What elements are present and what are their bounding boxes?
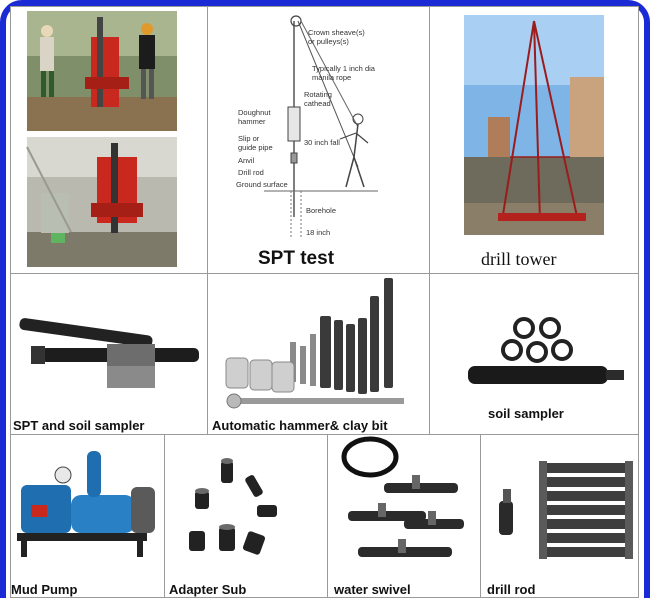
spt-test-panel: Crown sheave(s) or pulleys(s) Typically …	[207, 6, 430, 274]
label-crown-sheave-2: or pulleys(s)	[308, 37, 349, 46]
label-crown-sheave: Crown sheave(s)	[308, 28, 365, 37]
water-swivel-label: water swivel	[334, 582, 411, 597]
spt-test-diagram: Crown sheave(s) or pulleys(s) Typically …	[236, 15, 378, 239]
drill-tower-label: drill tower	[481, 249, 557, 269]
automatic-hammer-panel: Automatic hammer& clay bit	[207, 273, 430, 435]
drill-tower-photo	[464, 15, 604, 235]
automatic-hammer-label: Automatic hammer& clay bit	[212, 418, 388, 433]
mud-pump-panel: Mud Pump	[10, 434, 165, 598]
soil-sampler-panel: soil sampler	[429, 273, 639, 435]
mud-pump-image	[17, 451, 155, 557]
automatic-hammer-image	[225, 278, 404, 409]
soil-sampler-label: soil sampler	[488, 406, 564, 421]
label-drill-rod: Drill rod	[238, 168, 264, 177]
drill-rod-image	[499, 461, 633, 559]
label-ground-surface: Ground surface	[236, 180, 288, 189]
label-fall: 30 inch fall	[304, 138, 340, 147]
adapter-sub-label: Adapter Sub	[169, 582, 247, 597]
drill-rod-label: drill rod	[487, 582, 536, 597]
adapter-sub-panel: Adapter Sub	[164, 434, 328, 598]
label-depth: 18 inch	[306, 228, 330, 237]
label-doughnut-1: Doughnut	[238, 108, 271, 117]
label-anvil: Anvil	[238, 156, 255, 165]
label-slip-2: guide pipe	[238, 143, 273, 152]
label-doughnut-2: hammer	[238, 117, 266, 126]
water-swivel-image	[341, 436, 464, 557]
label-rotating-1: Rotating	[304, 90, 332, 99]
adapter-sub-image	[189, 458, 277, 555]
water-swivel-panel: water swivel	[327, 434, 481, 598]
field-photos-panel	[10, 6, 208, 274]
spt-soil-sampler-image	[19, 318, 199, 388]
label-borehole: Borehole	[306, 206, 336, 215]
spt-soil-sampler-panel: SPT and soil sampler	[10, 273, 208, 435]
label-rope-1: Typically 1 inch dia	[312, 64, 376, 73]
spt-soil-sampler-label: SPT and soil sampler	[13, 418, 145, 433]
mud-pump-label: Mud Pump	[11, 582, 78, 597]
drill-tower-panel: drill tower	[429, 6, 639, 274]
label-rotating-2: cathead	[304, 99, 331, 108]
label-rope-2: manila rope	[312, 73, 351, 82]
label-slip-1: Slip or	[238, 134, 260, 143]
drilling-rig-photos	[26, 11, 177, 267]
soil-sampler-image	[468, 317, 624, 384]
spt-test-label: SPT test	[258, 248, 335, 269]
drill-rod-panel: drill rod	[480, 434, 639, 598]
